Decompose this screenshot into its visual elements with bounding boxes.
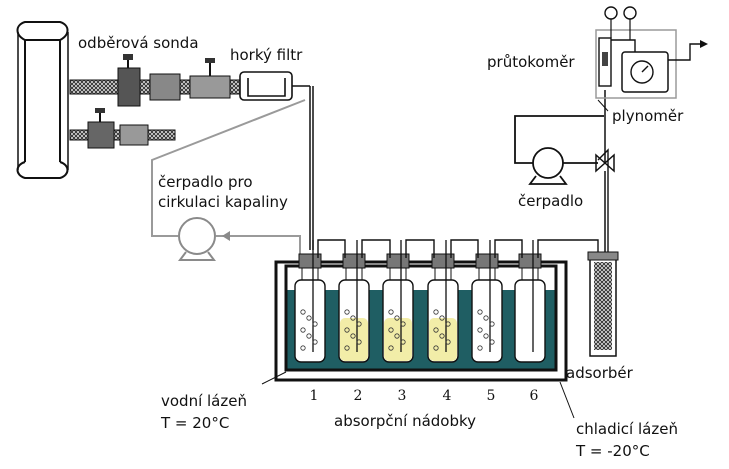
- absorption-vessel: [427, 240, 459, 363]
- flow-arrow-icon: [222, 231, 230, 241]
- water-bath: [284, 264, 558, 372]
- label-gasmeter: plynoměr: [612, 107, 684, 125]
- vessel-number: 3: [398, 388, 407, 404]
- label-liquid-pump-1: čerpadlo pro: [158, 173, 253, 191]
- sample-line: [309, 86, 314, 250]
- label-water-bath-2: T = 20°C: [160, 414, 229, 432]
- valve-icon: [595, 148, 615, 173]
- liquid-pump: [178, 217, 216, 261]
- label-pump: čerpadlo: [518, 192, 583, 210]
- absorption-vessel: [338, 240, 370, 363]
- leader-lines: [261, 99, 609, 419]
- vessel-numbers: 1 2 3 4 5 6: [310, 388, 539, 404]
- stack-duct: [16, 21, 69, 179]
- hot-filter: [239, 71, 310, 101]
- absorption-vessels: [294, 240, 546, 363]
- label-liquid-pump-2: cirkulaci kapaliny: [158, 193, 288, 211]
- label-cooling-bath-1: chladicí lázeň: [576, 420, 678, 438]
- spare-probe: [69, 108, 176, 149]
- absorption-vessel: [382, 240, 414, 363]
- vessel-number: 6: [530, 388, 539, 404]
- vessel-number: 4: [443, 388, 452, 404]
- vessel-number: 5: [487, 388, 496, 404]
- label-vessels: absorpční nádobky: [334, 412, 476, 430]
- vessel-number: 2: [354, 388, 363, 404]
- absorption-vessel: [471, 240, 503, 363]
- label-filter: horký filtr: [230, 46, 303, 64]
- label-water-bath-1: vodní lázeň: [161, 392, 247, 410]
- label-flowmeter: průtokoměr: [487, 53, 575, 71]
- sampling-probe: [69, 54, 241, 107]
- absorption-vessel: [294, 240, 326, 363]
- label-adsorber: adsorbér: [566, 364, 634, 382]
- label-probe: odběrová sonda: [78, 34, 199, 52]
- vessel-number: 1: [310, 388, 319, 404]
- adsorber: [587, 251, 619, 357]
- interconnect-tubing: [317, 148, 609, 258]
- flowmeter-gasmeter-unit: [595, 6, 708, 99]
- absorption-vessel: [514, 240, 546, 363]
- gas-pump: [514, 115, 604, 185]
- circulation-loop: [151, 99, 306, 262]
- label-cooling-bath-2: T = -20°C: [575, 442, 650, 460]
